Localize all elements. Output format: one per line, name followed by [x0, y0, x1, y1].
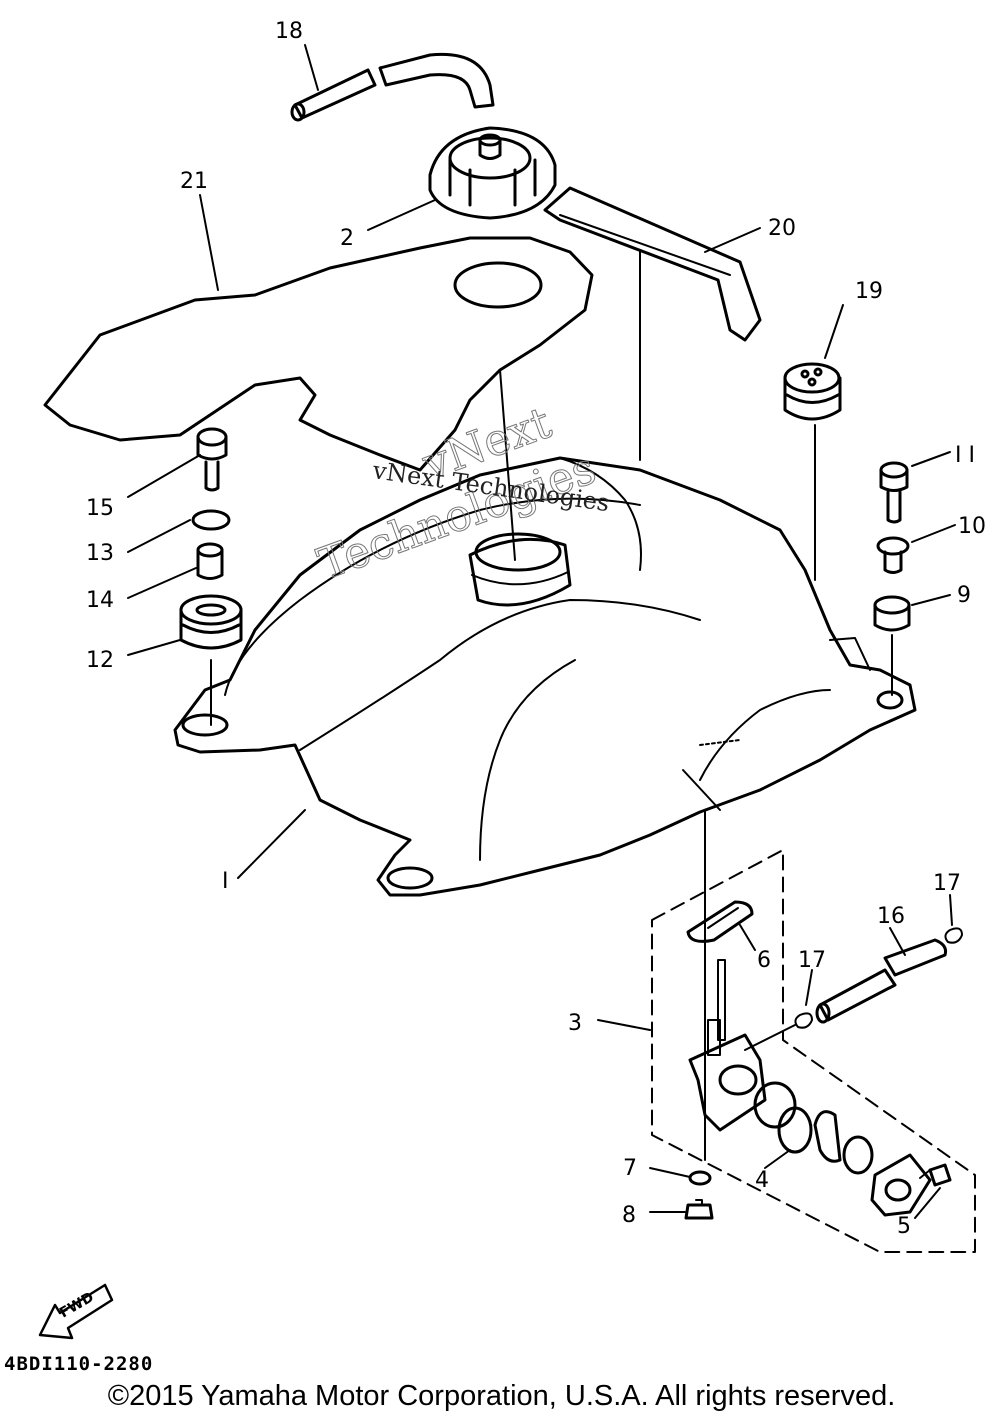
callout-14: 14 — [86, 588, 114, 613]
callout-13: 13 — [86, 541, 114, 566]
part-21-tank-pad — [43, 236, 594, 472]
callout-17-upper: 17 — [933, 871, 961, 896]
part-21-cap-hole — [453, 261, 543, 309]
part-7-washer — [688, 1170, 712, 1186]
part-5-cover-plate — [870, 1153, 932, 1217]
leader-lines — [127, 44, 956, 1219]
callout-11: I I — [955, 443, 975, 468]
callout-7: 7 — [623, 1156, 637, 1181]
part-4-o-ring — [777, 1106, 813, 1154]
part-12-grommet — [179, 594, 243, 650]
callout-6: 6 — [757, 948, 771, 973]
part-14-collar — [196, 542, 224, 580]
part-1-fuel-tank — [173, 456, 917, 897]
part-18-breather-hose — [290, 52, 495, 122]
part-8-drain-screw — [684, 1199, 714, 1220]
callout-19: 19 — [855, 279, 883, 304]
callout-15: 15 — [86, 496, 114, 521]
callout-12: 12 — [86, 648, 114, 673]
part-2-fuel-cap — [428, 126, 557, 220]
part-20-strap — [543, 186, 762, 342]
part-17-clip-lower — [794, 1012, 813, 1029]
callout-2: 2 — [340, 226, 354, 251]
callout-16: 16 — [877, 904, 905, 929]
callout-9: 9 — [957, 583, 971, 608]
fuel-cock-internals — [753, 1081, 952, 1217]
part-17-clip-upper — [944, 927, 963, 944]
part-3-fuel-cock-assembly-box — [651, 849, 976, 1253]
part-5-screw — [928, 1163, 952, 1187]
part-11-bolt — [879, 461, 909, 524]
callout-17-lower: 17 — [798, 948, 826, 973]
callout-20: 20 — [768, 216, 796, 241]
part-6-gasket — [686, 900, 754, 943]
callout-1: I — [222, 869, 229, 894]
callout-8: 8 — [622, 1203, 636, 1228]
fwd-label: FWD — [57, 1289, 97, 1321]
callout-18: 18 — [275, 19, 303, 44]
part-15-bolt — [196, 427, 228, 492]
part-9-grommet — [873, 595, 911, 632]
drawing-code: 4BDI110-2280 — [4, 1353, 154, 1375]
fwd-arrow-icon: FWD — [38, 1283, 114, 1340]
callout-21: 21 — [180, 169, 208, 194]
copyright-notice: ©2015 Yamaha Motor Corporation, U.S.A. A… — [107, 1380, 896, 1412]
callout-3: 3 — [568, 1011, 582, 1036]
part-19-damper — [783, 362, 842, 421]
fuel-cock-body — [688, 959, 796, 1132]
callout-5: 5 — [897, 1214, 911, 1239]
part-10-collar — [876, 536, 910, 574]
part-13-washer — [191, 509, 231, 531]
callout-4: 4 — [755, 1168, 769, 1193]
part-16-fuel-hose — [815, 938, 947, 1024]
callout-10: 10 — [958, 514, 986, 539]
